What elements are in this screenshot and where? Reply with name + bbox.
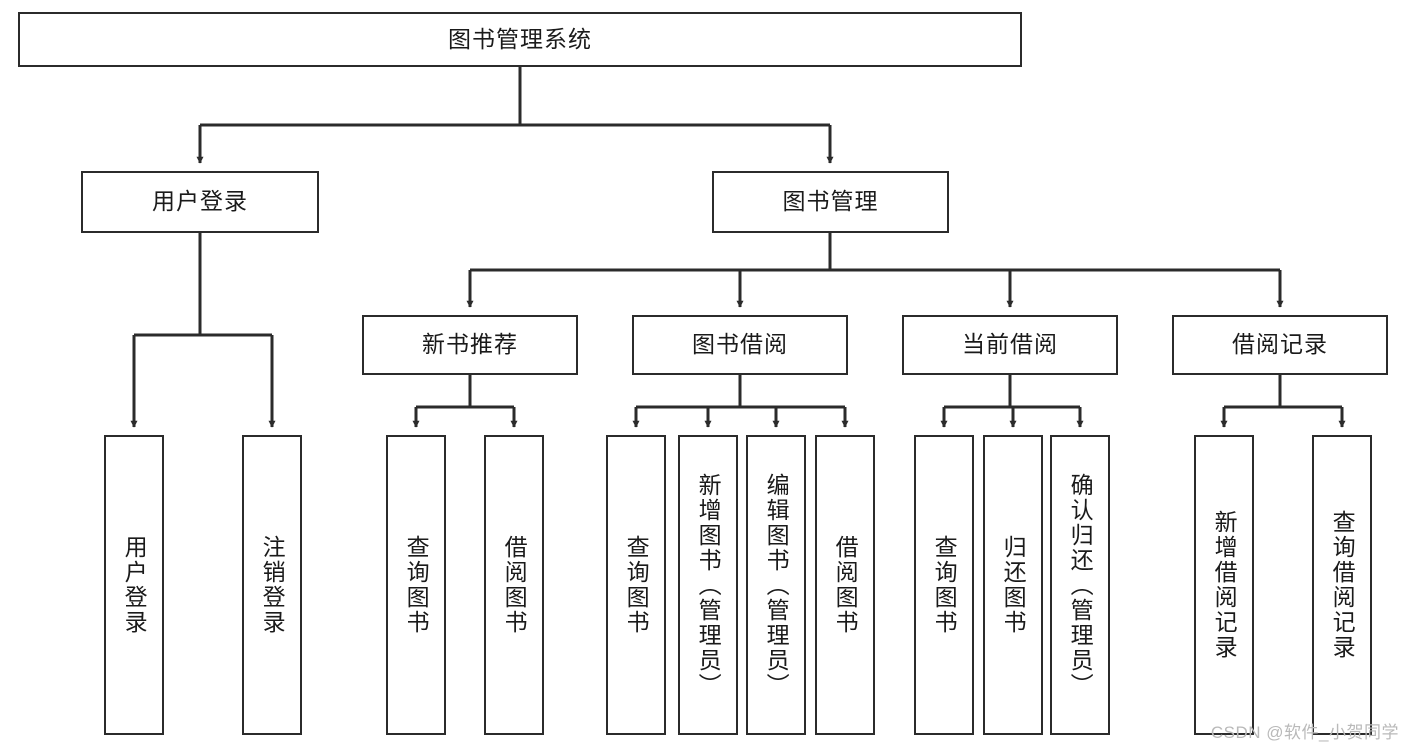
node-leaf-recommend-query-book[interactable]: 查询图书 bbox=[386, 435, 446, 735]
watermark-text: CSDN @软件_小贺同学 bbox=[1210, 723, 1399, 742]
node-book-management[interactable]: 图书管理 bbox=[712, 171, 949, 233]
node-leaf-user-logout-label: 注销登录 bbox=[259, 535, 286, 635]
node-user-login[interactable]: 用户登录 bbox=[81, 171, 319, 233]
node-new-book-recommend-label: 新书推荐 bbox=[422, 331, 518, 358]
node-book-borrow-label: 图书借阅 bbox=[692, 331, 788, 358]
node-leaf-recommend-borrow-book[interactable]: 借阅图书 bbox=[484, 435, 544, 735]
node-leaf-user-logout[interactable]: 注销登录 bbox=[242, 435, 302, 735]
node-leaf-return-book-label: 归还图书 bbox=[1000, 535, 1027, 635]
node-leaf-user-login-label: 用户登录 bbox=[121, 535, 148, 635]
node-leaf-return-book[interactable]: 归还图书 bbox=[983, 435, 1043, 735]
node-leaf-add-book-admin[interactable]: 新增图书（管理员） bbox=[678, 435, 738, 735]
node-leaf-current-query-book[interactable]: 查询图书 bbox=[914, 435, 974, 735]
node-root-label: 图书管理系统 bbox=[448, 25, 592, 52]
node-leaf-edit-book-admin[interactable]: 编辑图书（管理员） bbox=[746, 435, 806, 735]
node-leaf-user-login[interactable]: 用户登录 bbox=[104, 435, 164, 735]
node-leaf-recommend-borrow-book-label: 借阅图书 bbox=[501, 535, 528, 635]
node-user-login-label: 用户登录 bbox=[152, 188, 248, 215]
node-leaf-confirm-return-admin[interactable]: 确认归还（管理员） bbox=[1050, 435, 1110, 735]
node-leaf-query-borrow-record[interactable]: 查询借阅记录 bbox=[1312, 435, 1372, 735]
node-leaf-add-borrow-record-label: 新增借阅记录 bbox=[1211, 510, 1238, 660]
node-leaf-borrow-query-book-label: 查询图书 bbox=[623, 535, 650, 635]
node-leaf-add-book-admin-label: 新增图书（管理员） bbox=[695, 472, 722, 698]
node-leaf-recommend-query-book-label: 查询图书 bbox=[403, 535, 430, 635]
node-book-borrow[interactable]: 图书借阅 bbox=[632, 315, 848, 375]
node-leaf-borrow-query-book[interactable]: 查询图书 bbox=[606, 435, 666, 735]
node-leaf-edit-book-admin-label: 编辑图书（管理员） bbox=[763, 472, 790, 698]
node-leaf-confirm-return-admin-label: 确认归还（管理员） bbox=[1067, 472, 1094, 698]
node-leaf-add-borrow-record[interactable]: 新增借阅记录 bbox=[1194, 435, 1254, 735]
node-book-management-label: 图书管理 bbox=[782, 188, 879, 215]
node-new-book-recommend[interactable]: 新书推荐 bbox=[362, 315, 578, 375]
node-leaf-borrow-book[interactable]: 借阅图书 bbox=[815, 435, 875, 735]
node-current-borrow-label: 当前借阅 bbox=[962, 331, 1058, 358]
node-borrow-record-label: 借阅记录 bbox=[1232, 331, 1328, 358]
node-root[interactable]: 图书管理系统 bbox=[18, 12, 1022, 67]
node-leaf-query-borrow-record-label: 查询借阅记录 bbox=[1329, 510, 1356, 660]
node-current-borrow[interactable]: 当前借阅 bbox=[902, 315, 1118, 375]
node-borrow-record[interactable]: 借阅记录 bbox=[1172, 315, 1388, 375]
node-leaf-borrow-book-label: 借阅图书 bbox=[832, 535, 859, 635]
node-leaf-current-query-book-label: 查询图书 bbox=[931, 535, 958, 635]
